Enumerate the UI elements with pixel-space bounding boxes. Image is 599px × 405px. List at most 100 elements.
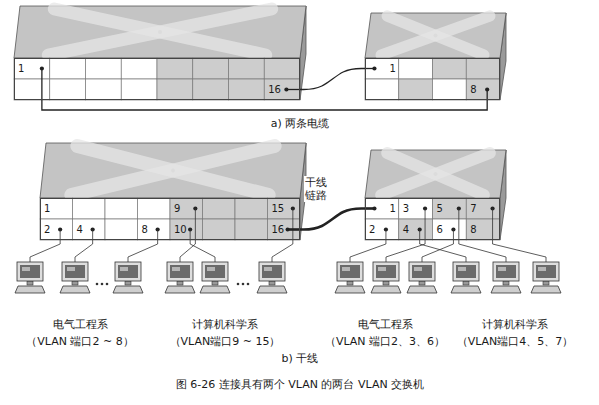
keyboard (407, 286, 437, 293)
cable-stub (41, 69, 42, 101)
switch-port-panel: 12345678 (365, 198, 500, 240)
computer-icon (200, 262, 230, 293)
port-cell (86, 79, 122, 100)
port-number: 2 (44, 224, 50, 235)
port-cell (40, 198, 73, 219)
port-number: 10 (174, 224, 187, 235)
port-number: 4 (403, 224, 409, 235)
port-cell (264, 58, 300, 79)
port-cell (235, 219, 268, 240)
keyboard (531, 286, 561, 293)
screen (376, 265, 396, 278)
port-number: 7 (470, 203, 476, 214)
switch-body (365, 13, 506, 100)
port-cell (466, 198, 500, 219)
group-name: 计算机科学系 (192, 318, 258, 331)
port-cell (14, 79, 50, 100)
port-cell (365, 198, 399, 219)
switch-logo (387, 16, 484, 55)
screen-glare (207, 267, 215, 271)
vlan-ports: （VLAN端口9 ~ 15） (170, 335, 281, 348)
port-cell (121, 58, 157, 79)
screen (412, 265, 432, 278)
figure-caption: 图 6-26 连接具有两个 VLAN 的两台 VLAN 交换机 (176, 378, 424, 391)
screen (262, 265, 282, 278)
port-number: 2 (369, 224, 375, 235)
port-number: 5 (437, 203, 443, 214)
monitor (202, 262, 228, 281)
cable-stub (365, 207, 374, 210)
computer-icon (165, 262, 195, 293)
port-cell (268, 219, 301, 240)
switch-logo (48, 9, 271, 55)
cable-stub (487, 90, 488, 101)
port-cell (40, 219, 73, 240)
port-cell (365, 219, 399, 240)
port-cell (157, 58, 193, 79)
ellipsis-dot (96, 283, 99, 286)
port-cell (268, 198, 301, 219)
port-cell (433, 79, 467, 100)
monitor-stand (419, 281, 425, 285)
keyboard (113, 286, 143, 293)
screen (20, 265, 40, 278)
screen-glare (172, 267, 180, 271)
switch-top (365, 150, 506, 198)
port-number: 4 (77, 224, 83, 235)
monitor (533, 262, 559, 281)
port-cell (229, 79, 265, 100)
port-cell (466, 219, 500, 240)
port-cell (433, 58, 467, 79)
port-cell (193, 79, 229, 100)
group-name: 电气工程系 (358, 318, 413, 331)
monitor (373, 262, 399, 281)
port-cell (264, 79, 300, 100)
port-cell (466, 79, 500, 100)
port-cell (466, 58, 500, 79)
port-number: 1 (18, 63, 24, 74)
keyboard (335, 286, 365, 293)
switch-top (365, 13, 506, 58)
screen (536, 265, 556, 278)
switch-logo (381, 153, 490, 195)
computer-icon (491, 262, 521, 293)
screen-glare (378, 267, 386, 271)
monitor-stand (27, 281, 33, 285)
monitor (62, 262, 88, 281)
screen-glare (458, 267, 466, 271)
port-number: 8 (470, 224, 476, 235)
ellipsis-dot (101, 283, 104, 286)
monitor (337, 262, 363, 281)
cable (300, 69, 365, 90)
screen (170, 265, 190, 278)
monitor (409, 262, 435, 281)
keyboard (451, 286, 481, 293)
screen-glare (120, 267, 128, 271)
port-cell (399, 58, 433, 79)
screen-glare (538, 267, 546, 271)
switch-body (14, 6, 306, 100)
screen-glare (498, 267, 506, 271)
vlan-ports: （VLAN 端口2、3、6） (325, 335, 445, 348)
switch-logo (434, 34, 438, 38)
monitor-stand (463, 281, 469, 285)
monitor-stand (125, 281, 131, 285)
port-cell (157, 79, 193, 100)
monitor (17, 262, 43, 281)
computer-icon (257, 262, 287, 293)
switch-logo (171, 169, 175, 173)
monitor-stand (543, 281, 549, 285)
port-number: 16 (268, 84, 281, 95)
cable-stub (288, 228, 300, 231)
port-number: 15 (272, 203, 285, 214)
switch-body (40, 143, 306, 240)
cable-stub (286, 89, 300, 90)
subfigure-caption: b) 干线 (282, 352, 319, 365)
screen-glare (67, 267, 75, 271)
port-number: 6 (437, 224, 443, 235)
monitor-stand (503, 281, 509, 285)
monitor-stand (212, 281, 218, 285)
computer-icon (113, 262, 143, 293)
keyboard (60, 286, 90, 293)
switch-top (40, 143, 306, 198)
